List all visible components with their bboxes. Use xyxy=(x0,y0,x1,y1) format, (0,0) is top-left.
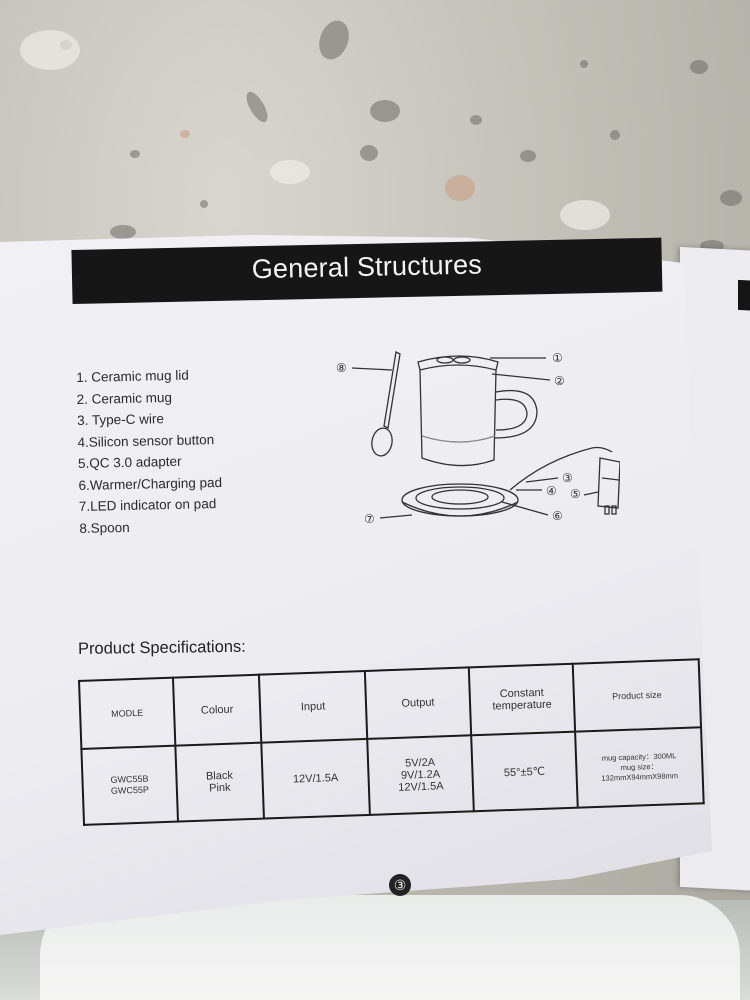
header-temperature: Constant temperature xyxy=(468,663,576,736)
cell-colour: Black Pink xyxy=(175,742,264,822)
cell-product-size: mug capacity：300ML mug size： 132mmX94mmX… xyxy=(575,727,704,808)
speckle xyxy=(20,30,80,70)
speckle xyxy=(180,130,190,138)
mug-illustration xyxy=(417,355,538,467)
cell-temperature: 55°±5℃ xyxy=(471,731,578,812)
speckle xyxy=(470,115,482,125)
type-c-wire xyxy=(509,446,613,491)
speckle xyxy=(370,100,400,122)
speckle xyxy=(520,150,536,162)
speckle xyxy=(445,175,475,201)
manual-page xyxy=(0,235,712,935)
callout-4: ④ xyxy=(546,484,557,498)
cell-model: GWC55B GWC55P xyxy=(81,745,179,825)
speckle xyxy=(314,16,354,64)
callout-1: ① xyxy=(552,351,563,365)
cell-input: 12V/1.5A xyxy=(261,738,370,819)
speckle xyxy=(130,150,140,158)
speckle xyxy=(270,160,310,184)
cell-output: 5V/2A 9V/1.2A 12V/1.5A xyxy=(367,735,474,815)
spoon-illustration xyxy=(371,351,401,457)
callout-3: ③ xyxy=(562,471,573,485)
callout-8: ⑧ xyxy=(336,361,347,375)
charging-pad-illustration xyxy=(401,483,519,517)
callout-7: ⑦ xyxy=(364,512,375,526)
section-title: General Structures xyxy=(251,249,483,285)
next-page-header-band xyxy=(738,279,750,312)
page-number: ③ xyxy=(389,874,411,896)
speckle xyxy=(720,190,742,206)
speckle xyxy=(580,60,588,68)
speckle xyxy=(360,145,378,161)
product-diagram: ① ② ③ ④ ⑤ ⑥ ⑦ ⑧ xyxy=(336,351,620,526)
output-value: 12V/1.5A xyxy=(398,780,444,794)
header-model: MODLE xyxy=(79,677,176,749)
speckle xyxy=(560,200,610,230)
speckle xyxy=(690,60,708,74)
callout-2: ② xyxy=(554,374,565,388)
parts-list: 1. Ceramic mug lid 2. Ceramic mug 3. Typ… xyxy=(76,362,320,539)
speckle xyxy=(242,88,272,126)
speckle xyxy=(610,130,620,140)
specifications-title: Product Specifications: xyxy=(77,637,246,658)
header-output: Output xyxy=(364,667,472,739)
speckle xyxy=(110,225,136,239)
speckle xyxy=(200,200,208,208)
model-value: GWC55P xyxy=(110,784,150,796)
colour-value: Pink xyxy=(208,781,231,795)
callout-5: ⑤ xyxy=(570,487,581,501)
adapter-illustration xyxy=(597,457,620,515)
header-product-size: Product size xyxy=(572,659,702,732)
specifications-table: MODLE Colour Input Output Constant tempe… xyxy=(78,658,705,826)
header-colour: Colour xyxy=(172,674,262,746)
header-input: Input xyxy=(258,670,368,743)
callout-6: ⑥ xyxy=(552,509,563,523)
